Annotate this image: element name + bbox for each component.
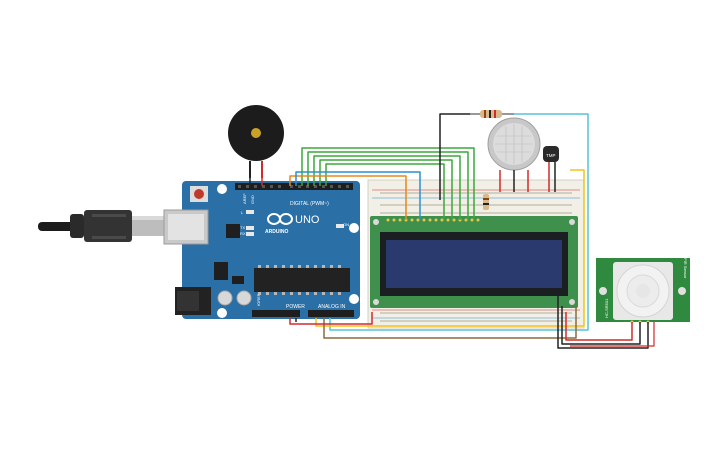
ioref-label: IOREF: [256, 293, 261, 306]
analog-header-label: ANALOG IN: [318, 304, 346, 310]
arduino-logo: [267, 213, 293, 225]
temp-sensor-label: TMP: [546, 153, 556, 158]
usb-cable: [38, 210, 164, 242]
wires: [249, 113, 655, 349]
digital-header-label: DIGITAL (PWM~): [290, 201, 329, 207]
breadboard-holes: [380, 192, 572, 322]
board-brand: ARDUINO: [265, 229, 288, 235]
tx-led-label: TX: [240, 225, 245, 230]
aref-label: AREF: [242, 193, 247, 204]
rx-led-label: RX: [240, 231, 246, 236]
digital-header-pins: [238, 185, 349, 188]
pir-label-right: PIR Sensor: [683, 258, 688, 279]
piezo-buzzer: [228, 105, 284, 178]
power-header-label: POWER: [286, 304, 305, 310]
l-led-label: L: [241, 210, 244, 215]
arduino-board: UNO ARDUINO DIGITAL (PWM~) POWER ANALOG …: [163, 181, 360, 319]
temperature-sensor: TMP: [543, 146, 559, 162]
resistor-top: [470, 110, 514, 118]
lcd-display: [370, 216, 578, 308]
board-model: UNO: [295, 214, 320, 226]
chip-pins: [258, 265, 341, 295]
resistor-breadboard: [483, 194, 489, 210]
on-led-label: ON: [343, 222, 349, 227]
gnd-label: GND: [250, 195, 255, 204]
pir-sensor: HC-SR501 PIR Sensor: [596, 258, 690, 324]
pir-label-left: HC-SR501: [604, 298, 609, 318]
gas-sensor: [487, 117, 541, 171]
